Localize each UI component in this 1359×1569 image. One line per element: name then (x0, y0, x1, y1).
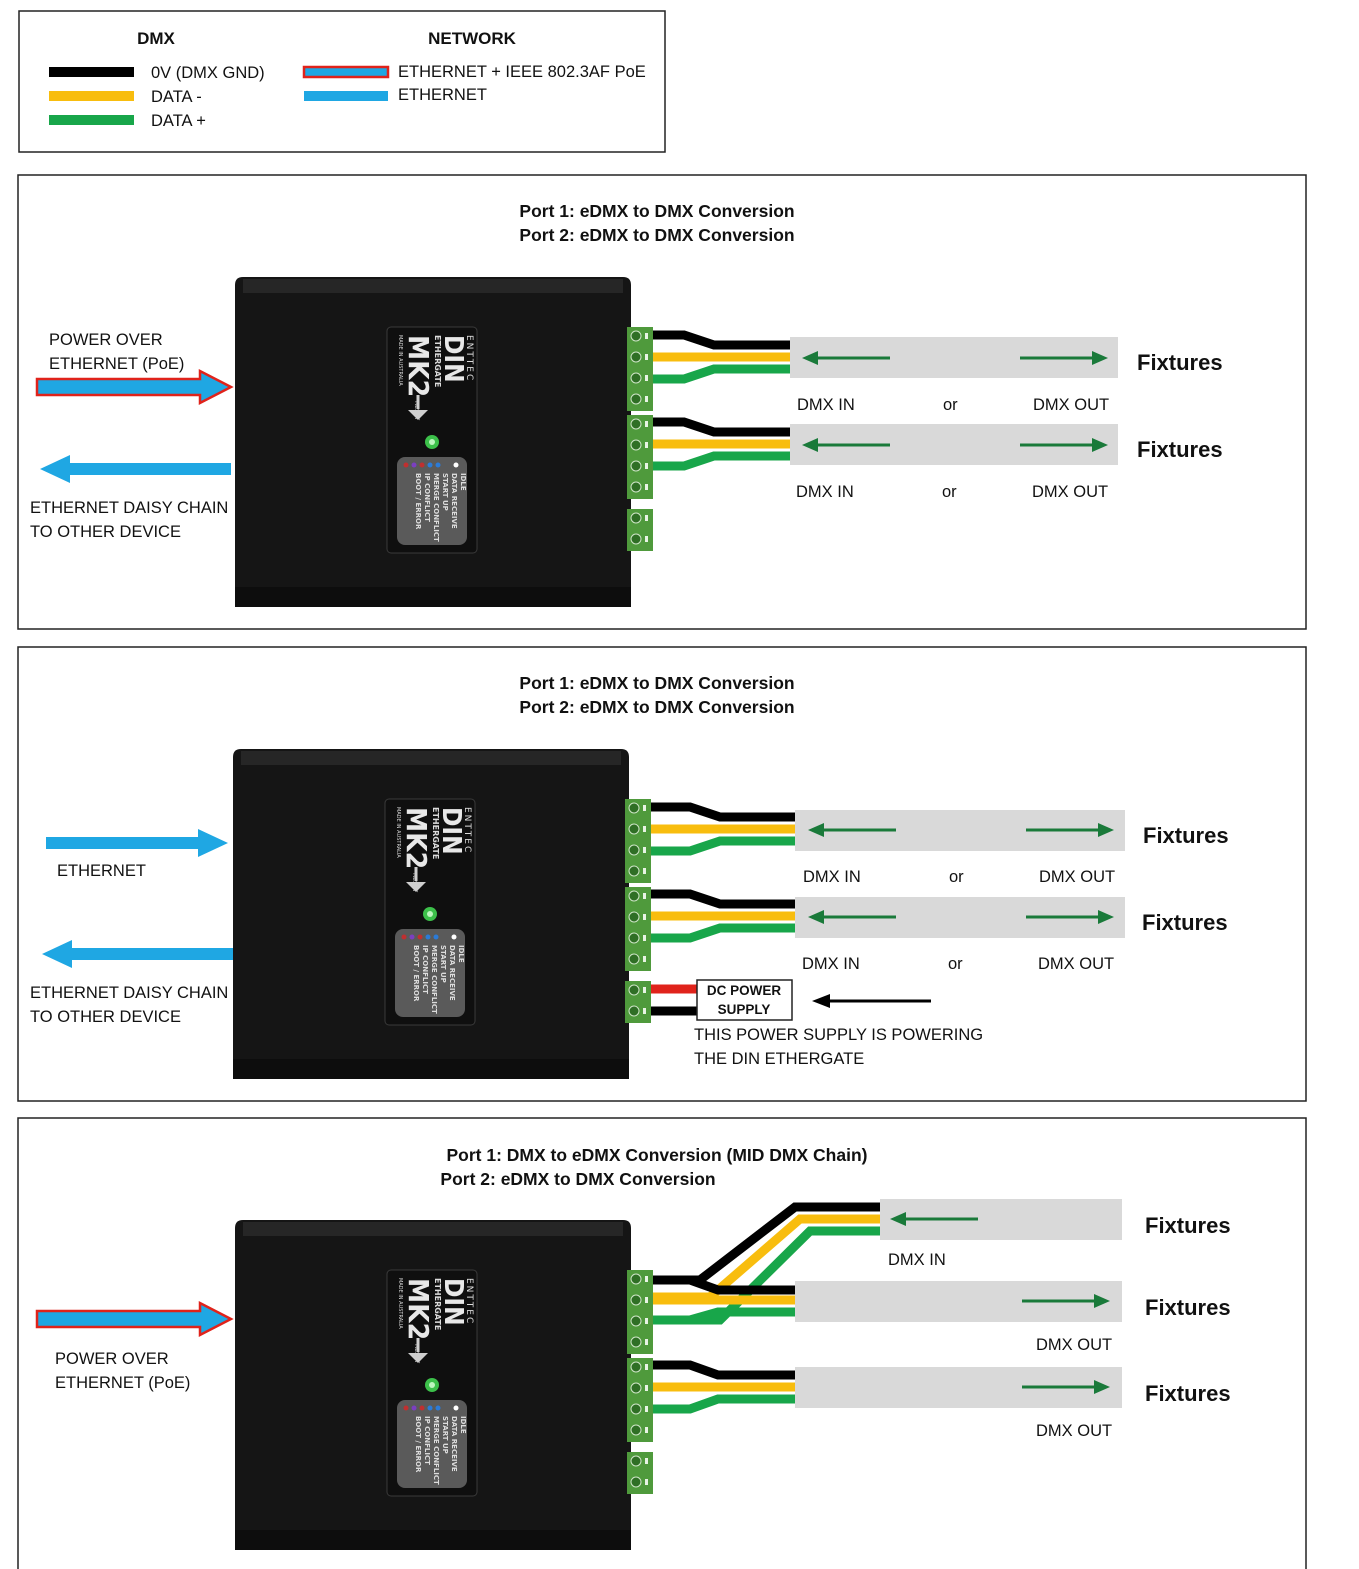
wire-data-plus (651, 923, 795, 943)
panel-title-line-1: Port 1: eDMX to DMX Conversion (519, 673, 794, 693)
daisy-label-line-2: TO OTHER DEVICE (30, 523, 181, 541)
dmx-out-label: DMX OUT (1032, 483, 1108, 501)
dmx-out-label: DMX OUT (1036, 1422, 1112, 1440)
daisy-label-line-1: ETHERNET DAISY CHAIN (30, 499, 228, 517)
dmx-out-label: DMX OUT (1033, 396, 1109, 414)
power-note-line-2: THE DIN ETHERGATE (694, 1050, 864, 1068)
wire-data-plus (653, 1394, 795, 1414)
din-ethergate-device (231, 747, 653, 1081)
wire-dmx-gnd (653, 330, 790, 350)
legend-item-ethernet: ETHERNET (398, 86, 487, 104)
legend-network-title: NETWORK (428, 29, 517, 48)
ethernet-out-arrow-icon (42, 940, 233, 968)
fixtures-label: Fixtures (1145, 1295, 1231, 1320)
panel-title-line-2: Port 2: eDMX to DMX Conversion (519, 225, 794, 245)
legend: DMX NETWORK 0V (DMX GND) DATA - DATA + E… (18, 10, 666, 153)
legend-swatch-data-plus (49, 115, 134, 125)
wire-dmx-gnd (653, 417, 790, 437)
wire-dmx-gnd (651, 889, 795, 909)
or-label: or (943, 396, 958, 414)
panel-title-line-2: Port 2: eDMX to DMX Conversion (519, 697, 794, 717)
legend-swatch-data-minus (49, 91, 134, 101)
dc-power-supply-box (696, 979, 793, 1021)
fixtures-label: Fixtures (1145, 1213, 1231, 1238)
dmx-out-label: DMX OUT (1036, 1336, 1112, 1354)
daisy-label-line-2: TO OTHER DEVICE (30, 1008, 181, 1026)
legend-swatch-dmx-gnd (49, 67, 134, 77)
fixtures-label: Fixtures (1145, 1381, 1231, 1406)
din-ethergate-device (233, 1218, 655, 1552)
legend-item-poe: ETHERNET + IEEE 802.3AF PoE (398, 63, 646, 81)
panel-2: Port 1: eDMX to DMX Conversion Port 2: e… (17, 646, 1307, 1102)
legend-frame (18, 10, 666, 153)
legend-item-data-minus: DATA - (151, 88, 202, 106)
panel-frame (17, 646, 1307, 1102)
dmx-in-label: DMX IN (796, 483, 854, 501)
panel-frame (17, 174, 1307, 630)
wire-data-plus (653, 1307, 795, 1325)
power-arrow-icon (812, 994, 931, 1008)
fixtures-label: Fixtures (1142, 910, 1228, 935)
fixtures-label: Fixtures (1137, 350, 1223, 375)
fixtures-label: Fixtures (1137, 437, 1223, 462)
wire-dmx-gnd (651, 802, 795, 822)
wire-dmx-gnd (653, 1360, 795, 1380)
poe-arrow-icon (35, 1300, 234, 1338)
or-label: or (948, 955, 963, 973)
legend-item-dmx-gnd: 0V (DMX GND) (151, 64, 265, 82)
dmx-out-label: DMX OUT (1039, 868, 1115, 886)
wire-data-plus (651, 836, 795, 856)
dmx-in-label: DMX IN (803, 868, 861, 886)
power-note-line-1: THIS POWER SUPPLY IS POWERING (694, 1026, 983, 1044)
input-label-line-2: ETHERNET (PoE) (55, 1374, 190, 1392)
panel-title-line-1: Port 1: eDMX to DMX Conversion (519, 201, 794, 221)
wire-dmx-gnd (653, 1275, 795, 1295)
panel-1: Port 1: eDMX to DMX Conversion Port 2: e… (17, 174, 1307, 630)
input-label-line-1: ETHERNET (57, 862, 146, 880)
dmx-in-label: DMX IN (888, 1251, 946, 1269)
panel-title-line-1: Port 1: DMX to eDMX Conversion (MID DMX … (447, 1145, 868, 1165)
or-label: or (949, 868, 964, 886)
wire-data-plus (653, 364, 790, 384)
dmx-in-label: DMX IN (802, 955, 860, 973)
fixtures-label: Fixtures (1143, 823, 1229, 848)
din-ethergate-device (233, 275, 655, 609)
dmx-out-label: DMX OUT (1038, 955, 1114, 973)
input-label-line-2: ETHERNET (PoE) (49, 355, 184, 373)
daisy-label-line-1: ETHERNET DAISY CHAIN (30, 984, 228, 1002)
legend-dmx-title: DMX (137, 29, 175, 48)
panel-title-line-2: Port 2: eDMX to DMX Conversion (440, 1169, 715, 1189)
panel-frame (17, 1117, 1307, 1569)
power-box-line-2: SUPPLY (718, 1002, 771, 1017)
dmx-in-label: DMX IN (797, 396, 855, 414)
power-box-line-1: DC POWER (707, 983, 782, 998)
or-label: or (942, 483, 957, 501)
poe-arrow-icon (35, 368, 234, 406)
wire-data-plus (653, 451, 790, 471)
legend-item-data-plus: DATA + (151, 112, 206, 130)
input-label-line-1: POWER OVER (55, 1350, 169, 1368)
panel-3: Port 1: DMX to eDMX Conversion (MID DMX … (17, 1117, 1307, 1569)
ethernet-out-arrow-icon (40, 455, 231, 483)
ethernet-in-arrow-icon (46, 829, 228, 857)
legend-swatch-ethernet (304, 91, 388, 101)
legend-swatch-poe (302, 65, 390, 79)
input-label-line-1: POWER OVER (49, 331, 163, 349)
